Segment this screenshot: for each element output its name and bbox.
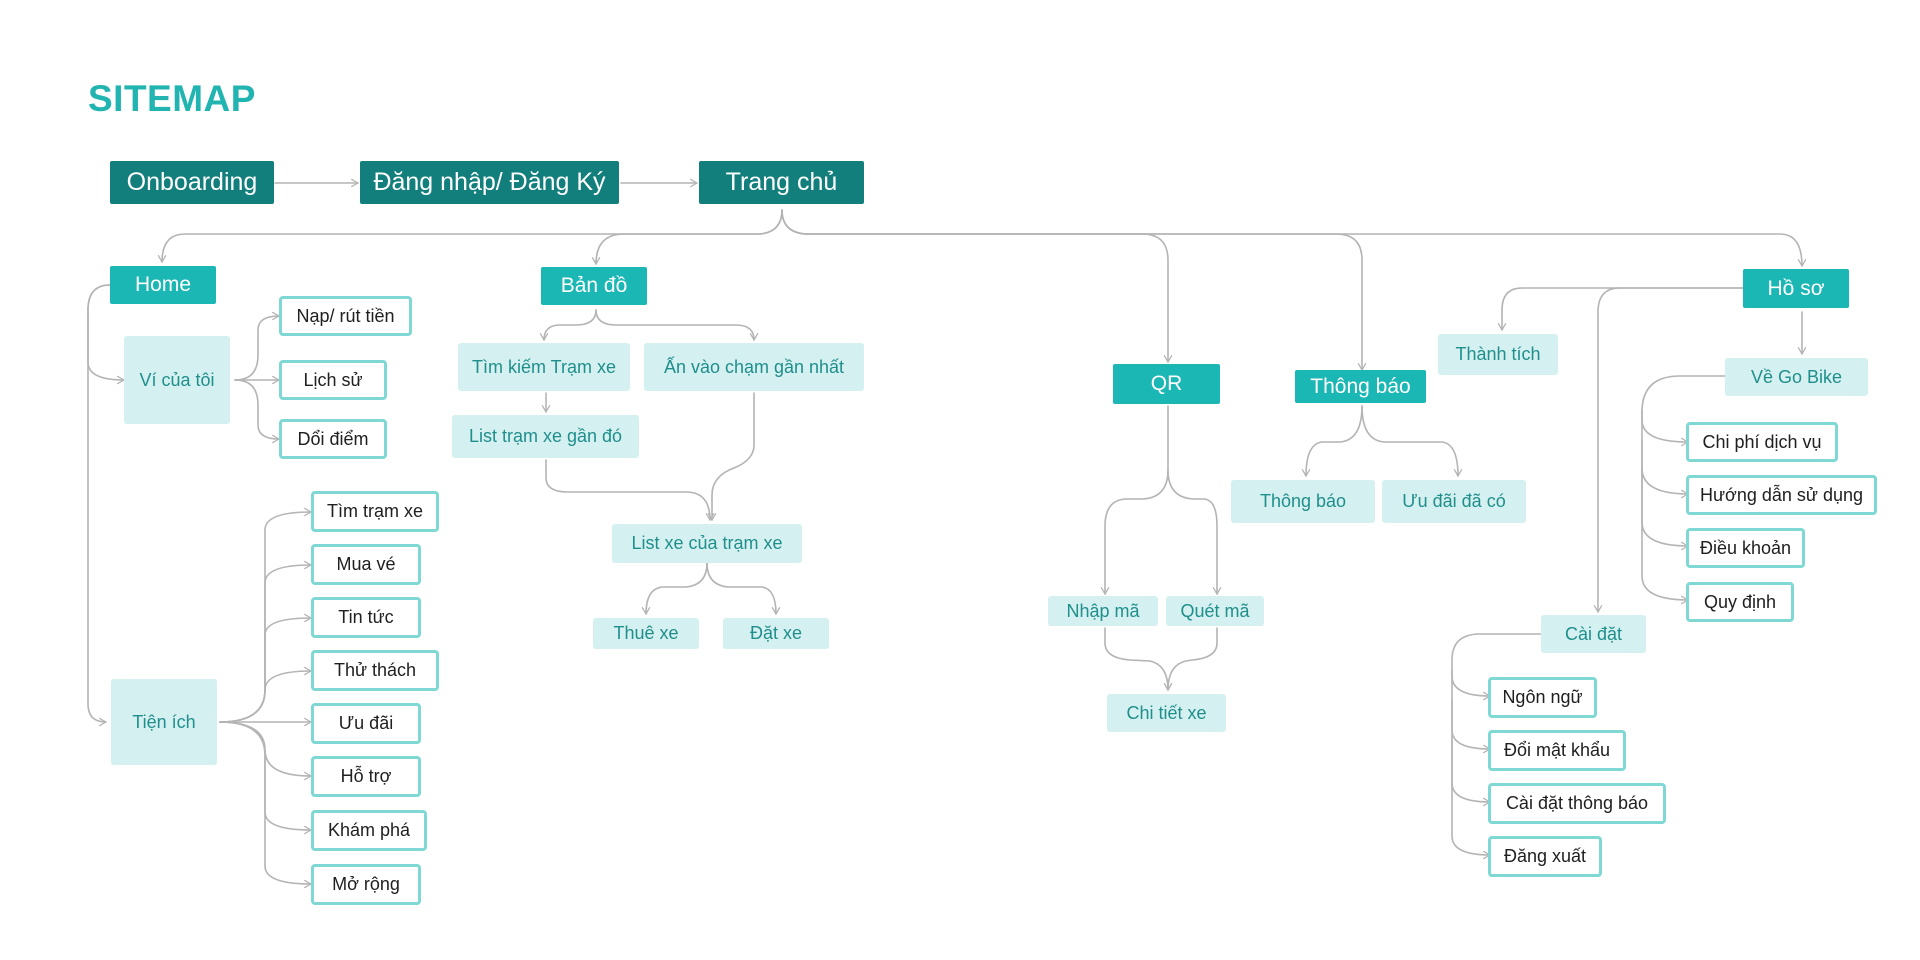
change-password-node: Đổi mật khẩu: [1488, 730, 1626, 771]
extend-node: Mở rộng: [311, 864, 421, 905]
nearby-stations-node: List trạm xe gần đó: [452, 415, 639, 458]
terms-node: Điều khoản: [1686, 528, 1805, 568]
utilities-node: Tiện ích: [111, 679, 217, 765]
home-page-node: Trang chủ: [699, 161, 864, 204]
notification-settings-node: Cài đặt thông báo: [1488, 783, 1666, 824]
explore-node: Khám phá: [311, 810, 427, 851]
find-station-node: Tìm trạm xe: [311, 491, 439, 532]
book-bike-node: Đặt xe: [723, 618, 829, 649]
language-node: Ngôn ngữ: [1488, 677, 1597, 718]
page-title: SITEMAP: [88, 78, 256, 119]
qr-node: QR: [1113, 364, 1220, 404]
tap-nearest-node: Ấn vào chạm gần nhất: [644, 343, 864, 391]
support-node: Hỗ trợ: [311, 756, 421, 797]
service-fee-node: Chi phí dịch vụ: [1686, 422, 1838, 462]
redeem-points-node: Dổi điểm: [279, 419, 387, 459]
history-node: Lịch sử: [279, 360, 387, 400]
offers-node: Ưu đãi: [311, 703, 421, 744]
scan-code-node: Quét mã: [1166, 596, 1264, 626]
wallet-node: Ví của tôi: [124, 336, 230, 424]
rent-bike-node: Thuê xe: [593, 618, 699, 649]
challenge-node: Thử thách: [311, 650, 439, 691]
map-node: Bản đồ: [541, 267, 647, 305]
onboarding-node: Onboarding: [110, 161, 274, 204]
deposit-withdraw-node: Nạp/ rút tiền: [279, 296, 412, 336]
bike-detail-node: Chi tiết xe: [1107, 694, 1226, 732]
news-node: Tin tức: [311, 597, 421, 638]
notifications-node: Thông báo: [1295, 370, 1426, 403]
achievements-node: Thành tích: [1438, 334, 1558, 375]
settings-node: Cài đặt: [1541, 615, 1646, 653]
buy-ticket-node: Mua vé: [311, 544, 421, 585]
search-station-node: Tìm kiếm Trạm xe: [458, 343, 630, 391]
available-offers-node: Ưu đãi đã có: [1382, 480, 1526, 523]
rules-node: Quy định: [1686, 582, 1794, 622]
profile-node: Hồ sơ: [1743, 269, 1849, 308]
home-node: Home: [110, 266, 216, 304]
logout-node: Đăng xuất: [1488, 836, 1602, 877]
login-register-node: Đăng nhập/ Đăng Ký: [360, 161, 619, 204]
station-bikes-node: List xe của trạm xe: [612, 524, 802, 563]
user-guide-node: Hướng dẫn sử dụng: [1686, 475, 1877, 515]
enter-code-node: Nhập mã: [1048, 596, 1158, 626]
notification-list-node: Thông báo: [1231, 480, 1375, 523]
about-gobike-node: Về Go Bike: [1725, 358, 1868, 396]
